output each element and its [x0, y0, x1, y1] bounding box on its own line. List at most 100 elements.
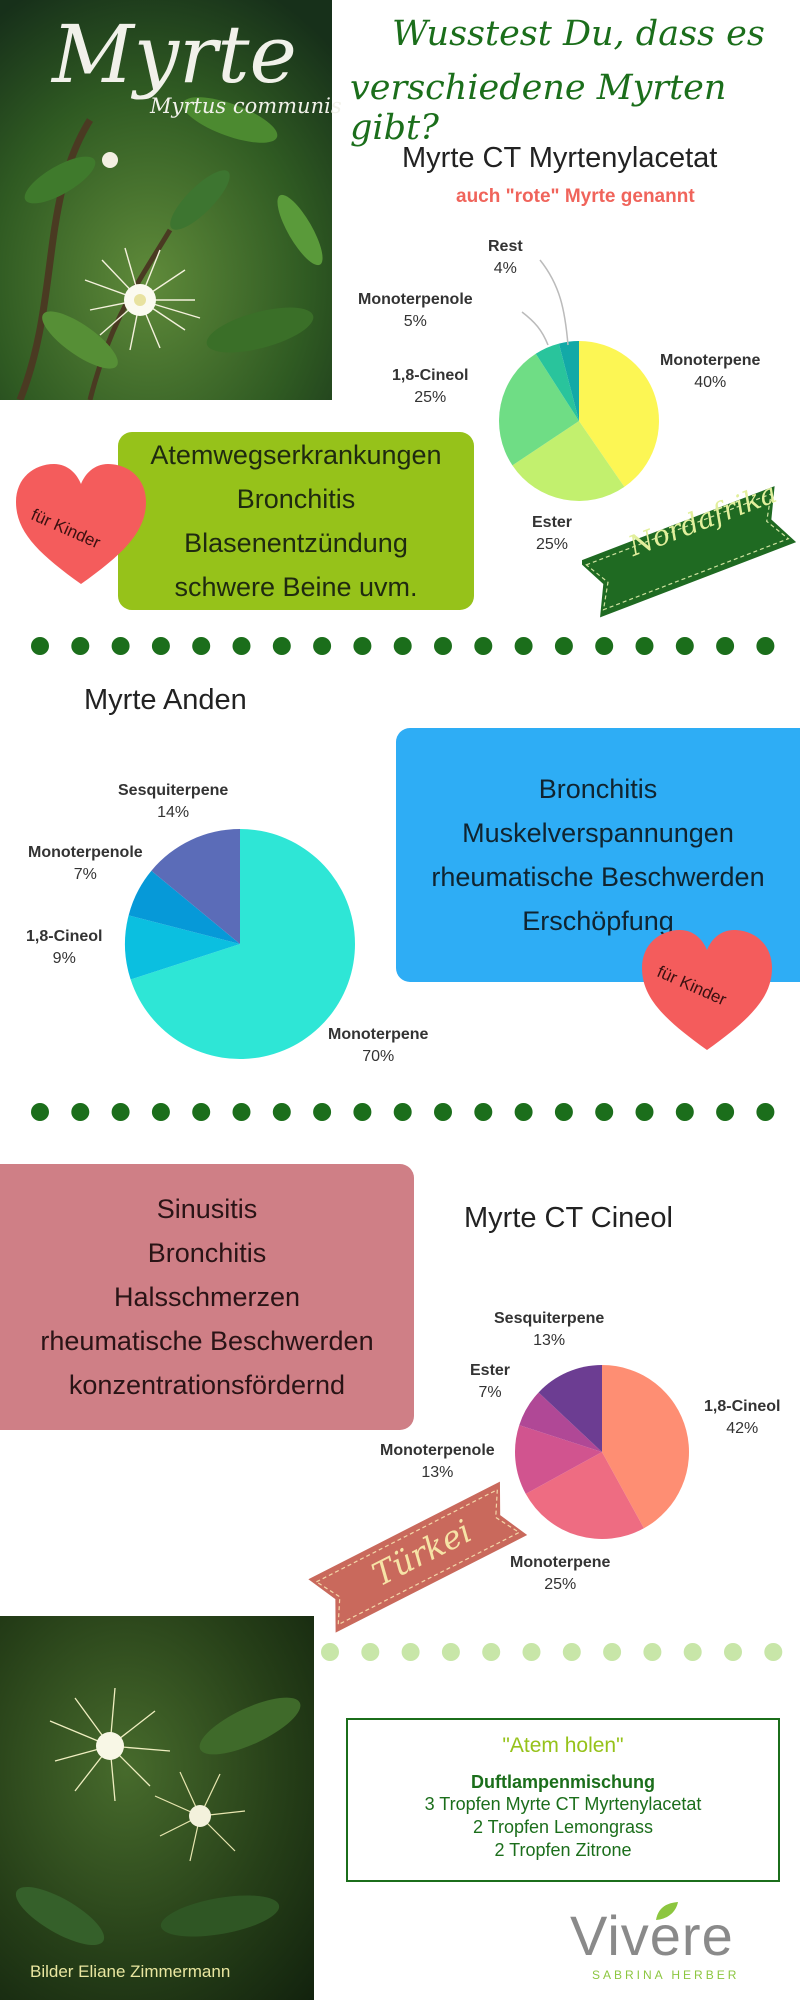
chart1-pie: [499, 341, 659, 501]
divider-dot: [434, 637, 452, 655]
chart1-leader-lines: [521, 259, 569, 346]
heart-badge-1: [16, 464, 146, 584]
heart-badge-2: [642, 930, 772, 1050]
divider-dot: [232, 1103, 251, 1121]
vivere-logo: Vivere SABRINA HERBER: [570, 1902, 794, 1986]
divider-dots-1: [31, 637, 775, 655]
chart3-slice-monoterpene: [525, 1452, 644, 1539]
divider-dot: [716, 637, 735, 655]
divider-dot: [232, 637, 251, 655]
divider-dot: [361, 1643, 380, 1661]
ribbon-nordafrika: [582, 486, 797, 618]
chart1-slice-monoterpene: [579, 341, 659, 487]
recipe-line-3: 2 Tropfen Zitrone: [494, 1840, 632, 1860]
chart1-slice-monoterpenole: [535, 343, 579, 421]
divider-dot: [393, 637, 412, 655]
divider-dot: [595, 1103, 614, 1121]
chart2-slice-monoterpenole: [128, 870, 240, 944]
divider-dot: [313, 637, 332, 655]
indications-box-1: Atemwegserkrankungen Bronchitis Blasenen…: [118, 432, 474, 610]
chart1-title: Myrte CT Myrtenylacetat: [402, 142, 718, 174]
divider-dot: [522, 1643, 541, 1661]
logo-subtext: SABRINA HERBER: [592, 1968, 740, 1982]
divider-dot: [151, 637, 170, 655]
divider-dot: [756, 637, 775, 655]
divider-dot: [434, 1103, 452, 1121]
divider-dot: [514, 1103, 533, 1121]
divider-dot: [31, 1103, 49, 1121]
divider-dot: [595, 637, 614, 655]
divider-dot: [151, 1103, 170, 1121]
chart3-slice-ester: [519, 1392, 602, 1452]
chart3-pie: [515, 1365, 689, 1539]
chart2-pie: [124, 829, 355, 1059]
divider-dot: [192, 1103, 211, 1121]
divider-dot: [111, 637, 130, 655]
myrtle-photo-bottom: [0, 1616, 314, 2000]
divider-dot: [764, 1643, 783, 1661]
recipe-subtitle: Duftlampenmischung: [470, 1772, 655, 1792]
indications-box-3: Sinusitis Bronchitis Halsschmerzen rheum…: [0, 1164, 414, 1430]
divider-dot: [31, 637, 49, 655]
divider-dot: [514, 637, 533, 655]
divider-dot: [482, 1643, 501, 1661]
divider-dot: [474, 1103, 493, 1121]
divider-dot: [401, 1643, 420, 1661]
divider-dots-3: [321, 1643, 783, 1661]
chart3-slice-monoterpenole: [515, 1425, 602, 1494]
divider-dot: [192, 637, 211, 655]
chart2-slice-1-8-cineol: [124, 915, 240, 980]
divider-dot: [635, 637, 654, 655]
divider-dot: [643, 1643, 662, 1661]
divider-dot: [675, 637, 694, 655]
recipe-line-2: 2 Tropfen Lemongrass: [472, 1817, 654, 1837]
chart1-slice-ester: [512, 421, 625, 501]
divider-dot: [683, 1643, 702, 1661]
divider-dot: [353, 1103, 372, 1121]
chart2-slice-sesquiterpene: [151, 829, 240, 944]
divider-dot: [554, 637, 573, 655]
brand-title: Myrte: [52, 8, 297, 101]
chart3-title: Myrte CT Cineol: [464, 1202, 673, 1234]
divider-dot: [635, 1103, 654, 1121]
divider-dot: [603, 1643, 622, 1661]
divider-dot: [756, 1103, 775, 1121]
divider-dot: [313, 1103, 332, 1121]
chart3-slice-1-8-cineol: [602, 1365, 689, 1529]
divider-dot: [111, 1103, 130, 1121]
chart1-subtitle: auch "rote" Myrte genannt: [456, 186, 695, 207]
recipe-line-1: 3 Tropfen Myrte CT Myrtenylacetat: [424, 1794, 702, 1814]
divider-dot: [71, 637, 90, 655]
divider-dot: [562, 1643, 581, 1661]
divider-dot: [321, 1643, 339, 1661]
headline-line1: Wusstest Du, dass es: [392, 14, 765, 54]
ribbon-tuerkei: [308, 1481, 528, 1633]
divider-dot: [71, 1103, 90, 1121]
leaf-icon: [656, 1902, 678, 1920]
divider-dot: [716, 1103, 735, 1121]
recipe-box: "Atem holen" Duftlampenmischung 3 Tropfe…: [346, 1718, 780, 1882]
divider-dots-2: [31, 1103, 775, 1121]
divider-dot: [474, 637, 493, 655]
photo-credit: Bilder Eliane Zimmermann: [30, 1962, 231, 1981]
divider-dot: [353, 637, 372, 655]
divider-dot: [554, 1103, 573, 1121]
divider-dot: [675, 1103, 694, 1121]
divider-dot: [272, 637, 291, 655]
recipe-title: "Atem holen": [502, 1734, 624, 1757]
brand-subtitle: Myrtus communis: [150, 94, 342, 118]
